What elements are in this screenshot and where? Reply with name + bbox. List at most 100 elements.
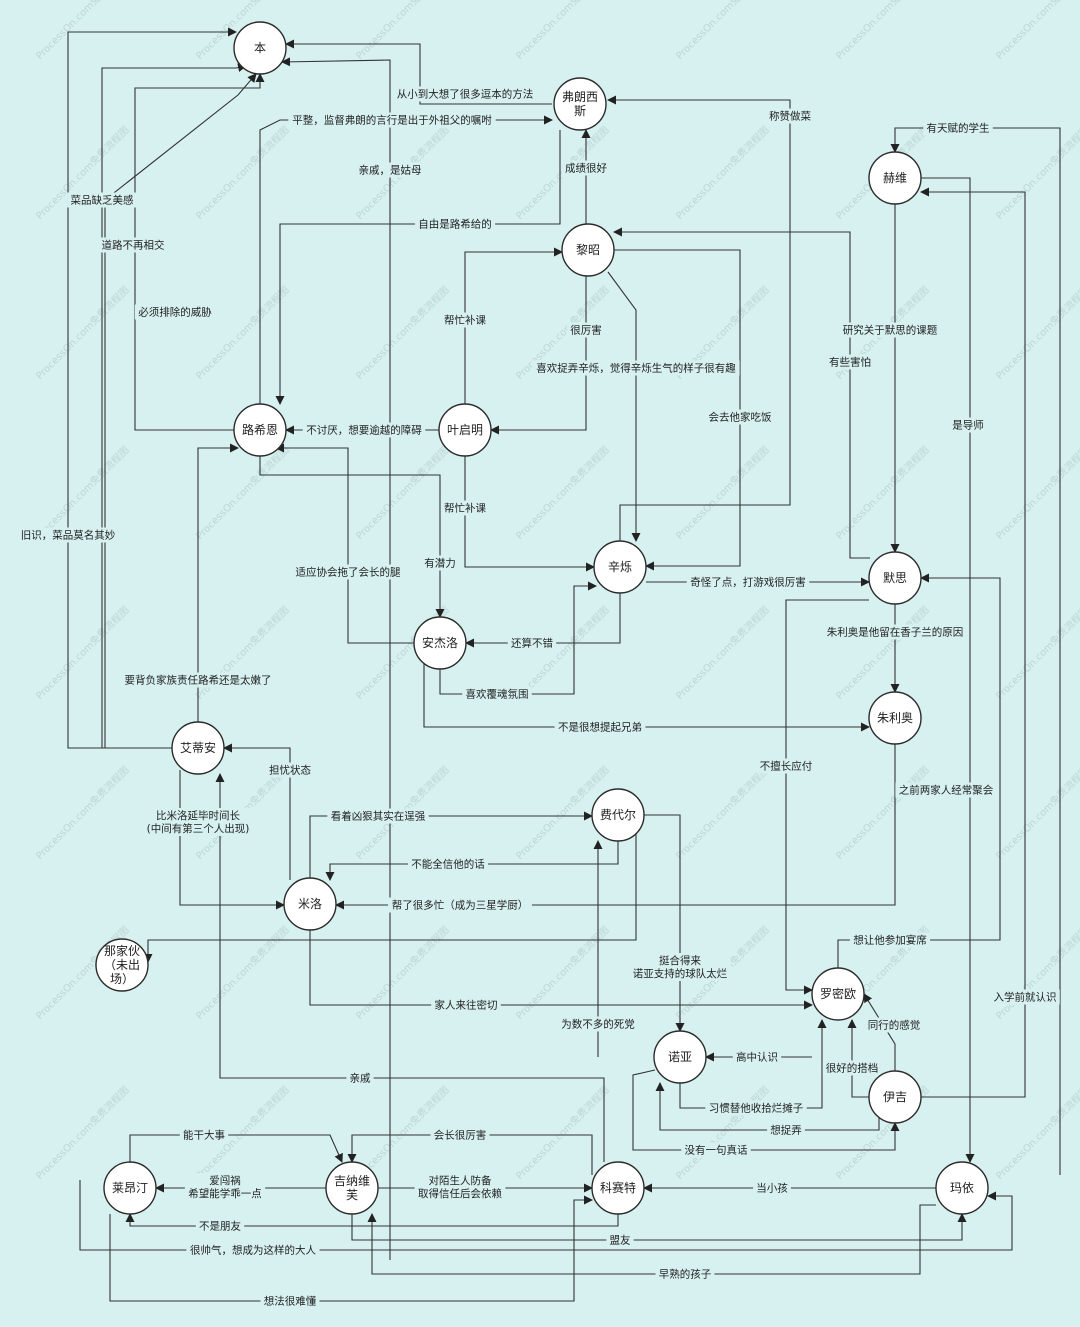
edge-label-text: 有天赋的学生 <box>927 122 990 135</box>
edge-label: 想法很难懂 <box>260 1293 320 1309</box>
edge-label-text: 诺亚支持的球队太烂 <box>633 967 728 980</box>
edge-label-text: 同行的感觉 <box>868 1019 921 1032</box>
node-circle <box>868 151 922 205</box>
edge-arrow <box>607 271 641 542</box>
edge-label-text: 之前两家人经常聚会 <box>899 784 994 797</box>
node-label: 路希恩 <box>242 422 278 437</box>
node-circle <box>591 788 645 842</box>
edge-arrow <box>614 249 741 571</box>
edge-label: 入学前就认识 <box>990 989 1060 1005</box>
relationship-edge <box>129 1134 343 1163</box>
edge-label-text: 成绩很好 <box>565 162 607 175</box>
watermark-text: ProcessOn.com免费流程图 <box>993 603 1080 702</box>
relationship-edge <box>101 63 247 748</box>
character-node-aidian[interactable]: 艾蒂安 <box>171 721 225 775</box>
edge-label-text: 道路不再相交 <box>102 239 165 252</box>
edge-label: 有天赋的学生 <box>923 120 993 136</box>
edge-arrow <box>863 993 896 1071</box>
edge-label-text: 很好的搭档 <box>826 1062 879 1075</box>
edge-label-bg <box>260 1293 320 1309</box>
edge-label: 适应协会拖了会长的腿 <box>292 564 404 580</box>
edge-label-bg <box>393 86 537 102</box>
edge-label: 道路不再相交 <box>98 237 168 253</box>
node-circle <box>95 938 149 992</box>
edge-label-bg <box>407 856 489 872</box>
watermark-text: ProcessOn.com免费流程图 <box>993 923 1080 1022</box>
edge-label: 很帅气，想成为这样的大人 <box>186 1242 320 1258</box>
edge-label-text: 是导师 <box>952 419 984 432</box>
edge-arrow <box>281 57 391 1260</box>
character-node-luxien[interactable]: 路希恩 <box>233 403 287 457</box>
character-node-mayi[interactable]: 玛依 <box>935 1161 989 1215</box>
edge-label: 同行的感觉 <box>864 1017 924 1033</box>
edge-label: 自由是路希给的 <box>414 216 496 232</box>
watermark-text: ProcessOn.com免费流程图 <box>193 923 292 1022</box>
watermark-text: ProcessOn.com免费流程图 <box>513 0 612 62</box>
character-node-xinshuo[interactable]: 辛烁 <box>593 540 647 594</box>
edge-label-text: 比米洛延毕时间长 <box>156 809 240 822</box>
edge-label: 成绩很好 <box>561 160 611 176</box>
character-node-hewei[interactable]: 赫维 <box>868 151 922 205</box>
edge-label-text: 不擅长应付 <box>760 760 813 773</box>
edge-label-bg <box>686 574 810 590</box>
edge-label-bg <box>346 1070 374 1086</box>
relationship-edge <box>464 247 563 404</box>
node-circle <box>233 403 287 457</box>
edge-label-bg <box>756 758 816 774</box>
edge-arrow <box>104 73 257 748</box>
edge-label: 想捉弄 <box>767 1122 805 1138</box>
node-label: 诺亚 <box>668 1050 692 1064</box>
node-label: 赫维 <box>883 171 907 185</box>
relationship-edge <box>134 73 265 431</box>
edge-label-text: 亲戚 <box>350 1072 371 1085</box>
edge-label-text: 盟友 <box>610 1234 631 1247</box>
edge-label-text: 帮忙补课 <box>444 314 486 327</box>
edge-label-bg <box>767 1122 805 1138</box>
character-node-anjieluo[interactable]: 安杰洛 <box>413 616 467 670</box>
edge-arrow <box>125 1213 619 1227</box>
edge-label-text: 很帅气，想成为这样的大人 <box>190 1244 316 1257</box>
watermark-text: ProcessOn.com免费流程图 <box>993 123 1080 222</box>
character-node-miluo[interactable]: 米洛 <box>283 877 337 931</box>
character-node-mosi[interactable]: 默思 <box>868 551 922 605</box>
node-circle <box>653 1030 707 1084</box>
character-node-yeqiming[interactable]: 叶启明 <box>438 403 492 457</box>
node-circle <box>553 77 607 131</box>
edge-label: 能干大事 <box>179 1127 229 1143</box>
character-node-lizhao[interactable]: 黎昭 <box>561 223 615 277</box>
character-node-ben[interactable]: 本 <box>233 21 287 75</box>
node-label: 场） <box>110 972 134 986</box>
edge-label-text: 会长很厉害 <box>434 1129 487 1142</box>
edge-arrow <box>275 443 414 644</box>
character-node-nuoya[interactable]: 诺亚 <box>653 1030 707 1084</box>
character-node-zhuliao[interactable]: 朱利奥 <box>868 691 922 745</box>
edge-label-bg <box>732 1049 782 1065</box>
edge-label-text: 喜欢覆魂氛围 <box>466 688 529 701</box>
relationship-edge <box>837 573 1001 968</box>
relationship-edge <box>79 1180 1013 1251</box>
node-label: 朱利奥 <box>877 711 913 725</box>
edge-label: 为数不多的死党 <box>557 1016 639 1032</box>
character-node-luomiou[interactable]: 罗密欧 <box>811 967 865 1021</box>
edge-label-bg <box>822 1060 882 1076</box>
relationship-edge <box>215 773 605 1162</box>
character-node-feidaier[interactable]: 费代尔 <box>591 788 645 842</box>
edge-label: 要背负家族责任路希还是太嫩了 <box>120 672 276 688</box>
edge-arrow <box>644 814 685 1032</box>
edge-label-text: 会去他家吃饭 <box>709 411 772 424</box>
character-node-yiji[interactable]: 伊吉 <box>868 1070 922 1124</box>
edge-arrow <box>129 1134 343 1163</box>
edge-label: 亲戚，是姑母 <box>355 162 425 178</box>
character-node-najiahuo[interactable]: 那家伙（未出场） <box>95 938 149 992</box>
character-node-kesaite[interactable]: 科赛特 <box>591 1161 645 1215</box>
edge-label-bg <box>430 1127 490 1143</box>
edge-label-text: 喜欢捉弄辛烁，觉得辛烁生气的样子很有趣 <box>536 362 736 375</box>
edge-label-bg <box>184 1173 266 1201</box>
character-node-laiangting[interactable]: 莱昂汀 <box>103 1161 157 1215</box>
